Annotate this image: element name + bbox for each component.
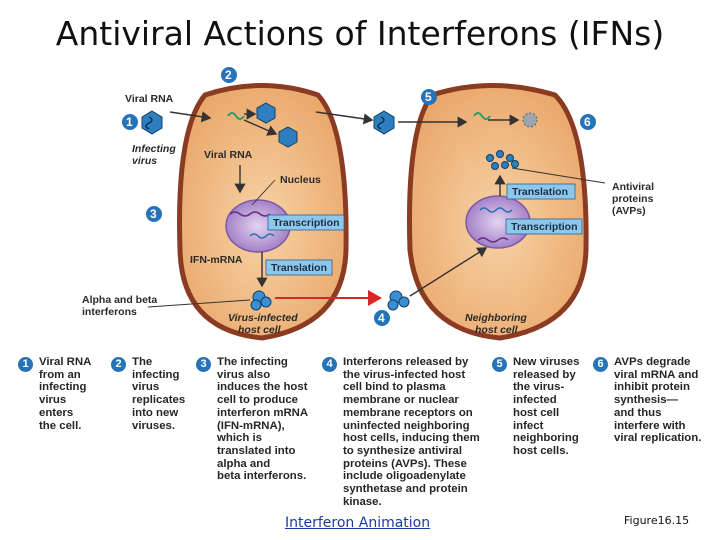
- alpha-beta-label-1: Alpha and beta: [82, 294, 157, 306]
- step-5-text: New viruses released by the virus- infec…: [513, 356, 580, 457]
- step-1-text: Viral RNA from an infecting virus enters…: [39, 356, 92, 432]
- step-2-text: The infecting virus replicates into new …: [132, 356, 186, 432]
- transcription-box-right: [505, 218, 583, 235]
- step-4-number: 4: [322, 357, 337, 372]
- diagram-step-2: 2: [221, 67, 237, 83]
- neighboring-label-1: Neighboring: [465, 312, 527, 324]
- translation-label-right: Translation: [512, 186, 568, 198]
- transcription-label-right: Transcription: [511, 221, 578, 233]
- infecting-label-2: virus: [132, 155, 157, 167]
- diagram-step-1: 1: [122, 114, 138, 130]
- diagram-step-4: 4: [374, 310, 390, 326]
- svg-text:5: 5: [425, 90, 432, 104]
- viral-rna-strand-right: [473, 112, 491, 120]
- transcription-label-left: Transcription: [273, 217, 340, 229]
- svg-text:6: 6: [584, 115, 591, 129]
- interferon-diagram: Transcription Translation Translation Tr…: [82, 67, 654, 341]
- avp-label-1: Antiviral: [612, 181, 654, 193]
- step-5-number: 5: [492, 357, 507, 372]
- alpha-beta-label-2: interferons: [82, 306, 137, 318]
- transcription-box-left: [267, 214, 345, 231]
- svg-text:4: 4: [378, 311, 385, 325]
- svg-text:3: 3: [150, 207, 157, 221]
- avp-dots: [486, 150, 519, 170]
- svg-text:1: 1: [126, 115, 133, 129]
- step-6-number: 6: [593, 357, 608, 372]
- translation-label-left: Translation: [271, 262, 327, 274]
- avp-label-2: proteins: [612, 193, 654, 205]
- diagram-step-5: 5: [421, 89, 437, 105]
- released-virus: [373, 110, 395, 135]
- slide-title: Antiviral Actions of Interferons (IFNs): [55, 14, 665, 53]
- svg-text:2: 2: [225, 68, 232, 82]
- viral-rna-strand: [227, 112, 245, 120]
- new-virus-2: [278, 126, 298, 148]
- neighboring-label-2: host cell: [475, 324, 519, 336]
- degraded-rna: [522, 112, 538, 128]
- interferons-right: [387, 290, 410, 311]
- new-virus-1: [256, 102, 276, 124]
- viral-rna-cell-label: Viral RNA: [204, 149, 253, 161]
- avp-label-3: (AVPs): [612, 205, 646, 217]
- infecting-virus: [141, 110, 163, 135]
- step-1-number: 1: [18, 357, 33, 372]
- step-3-text: The infecting virus also induces the hos…: [217, 356, 309, 483]
- step-2-number: 2: [111, 357, 126, 372]
- step-4-text: Interferons released by the virus-infect…: [343, 356, 480, 508]
- ifn-mrna-label: IFN-mRNA: [190, 254, 243, 266]
- interferons-left: [250, 290, 272, 311]
- infecting-label-1: Infecting: [132, 143, 176, 155]
- virus-infected-label-2: host cell: [238, 324, 282, 336]
- figure-reference: Figure16.15: [624, 514, 690, 527]
- step-6-text: AVPs degrade viral mRNA and inhibit prot…: [614, 356, 702, 445]
- translation-box-right: [506, 183, 576, 200]
- nucleus-label: Nucleus: [280, 174, 321, 186]
- diagram-step-6: 6: [580, 114, 596, 130]
- virus-infected-label-1: Virus-infected: [228, 312, 298, 324]
- diagram-step-3: 3: [146, 206, 162, 222]
- viral-rna-label: Viral RNA: [125, 93, 174, 105]
- step-descriptions: 1 Viral RNA from an infecting virus ente…: [14, 356, 714, 516]
- step-3-number: 3: [196, 357, 211, 372]
- interferon-animation-link[interactable]: Interferon Animation: [285, 515, 431, 531]
- translation-box-left: [265, 259, 333, 276]
